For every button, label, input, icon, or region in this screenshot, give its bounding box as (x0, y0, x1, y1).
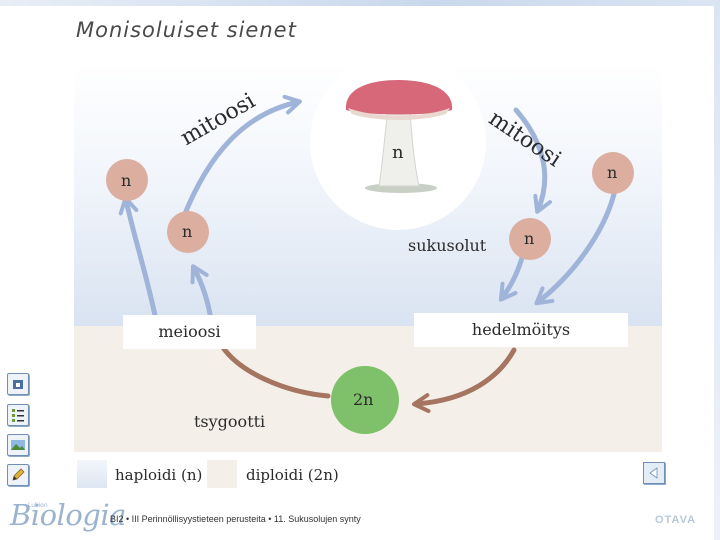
gamete-down-arrow-right (534, 191, 617, 306)
logo-subtitle: Lukion (28, 502, 48, 509)
haploid-circle-right-mid (509, 218, 551, 260)
life-cycle-graphic (74, 62, 662, 452)
ploidy-label-left-mid: n (182, 222, 193, 241)
image-icon[interactable] (7, 434, 29, 456)
haploid-circle-right-top (592, 152, 634, 194)
home-icon[interactable] (7, 373, 29, 395)
mushroom-stem (378, 109, 420, 187)
ploidy-label-right-mid: n (524, 229, 535, 248)
right-frame-decoration (714, 0, 720, 540)
ploidy-label-right-top: n (607, 163, 618, 182)
list-icon[interactable] (7, 404, 29, 426)
footer-caption: BI2 • III Perinnöllisyystieteen perustei… (110, 514, 361, 524)
gametes-label: sukusolut (408, 236, 487, 255)
haploid-legend-label: haploidi (n) (115, 466, 203, 484)
gamete-down-arrow-left (498, 255, 525, 302)
mushroom-gills (348, 108, 450, 120)
zygote-ploidy-label: 2n (353, 390, 374, 409)
ploidy-label-left-top: n (121, 171, 132, 190)
fertilization-arrow (412, 347, 517, 414)
mitosis-right-arrow (513, 107, 553, 214)
publisher-logo: OTAVA (655, 514, 697, 526)
diploid-legend-swatch (207, 460, 237, 488)
haploid-circle-left-top (106, 159, 148, 201)
meiosis-label: meioosi (158, 322, 221, 341)
biologia-logo: Biologia (10, 498, 126, 532)
zygote-label: tsygootti (194, 412, 266, 431)
diploid-legend-label: diploidi (2n) (246, 466, 339, 484)
meiosis-down-arrow (219, 343, 331, 399)
back-arrow-icon (649, 467, 658, 479)
haploid-legend-swatch (77, 460, 107, 488)
back-button[interactable] (643, 462, 665, 484)
slide-title: Monisoluiset sienet (76, 18, 297, 42)
zygote-circle (331, 366, 399, 434)
meiosis-box: meioosi (123, 315, 256, 349)
fertilization-box: hedelmöitys (414, 313, 628, 347)
haploid-circle-left-mid (167, 211, 209, 253)
mitosis-left-arrow (181, 94, 302, 219)
pencil-icon[interactable] (7, 464, 29, 486)
meiosis-up-arrow-left (118, 196, 159, 323)
mushroom-ploidy-label: n (392, 142, 404, 163)
top-frame-decoration (0, 0, 720, 6)
mushroom-illustration (345, 80, 453, 193)
life-cycle-diagram: mitoosi mitoosi n n n n n sukusolut meio… (74, 62, 662, 452)
mushroom-cap (345, 80, 453, 115)
fertilization-label: hedelmöitys (471, 320, 571, 339)
